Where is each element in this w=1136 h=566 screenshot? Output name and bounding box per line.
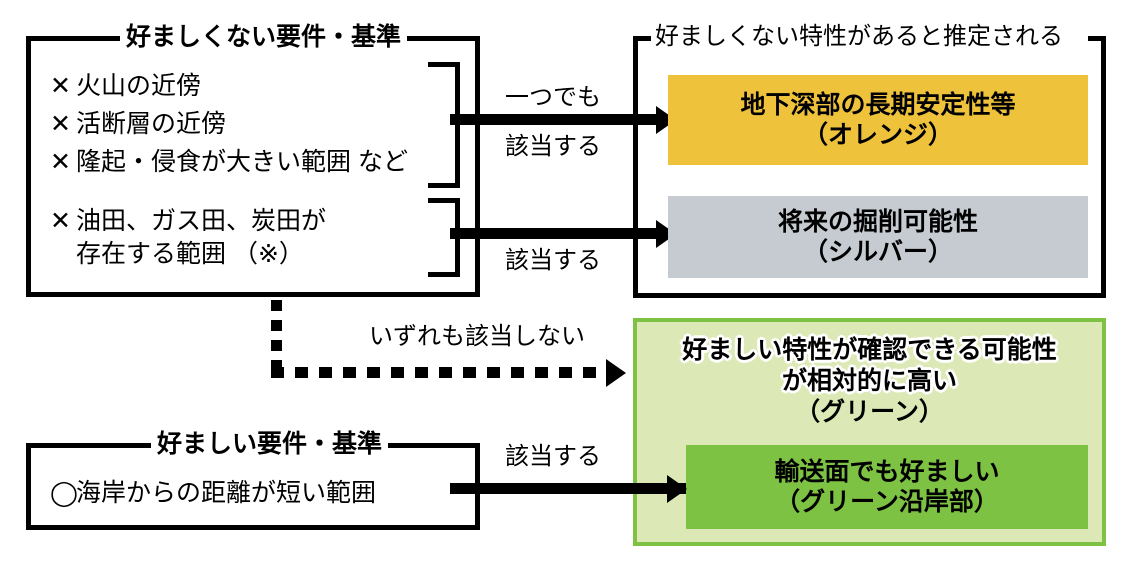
list-item: ◯海岸からの距離が短い範囲 <box>50 477 376 509</box>
frame-right-edge <box>1101 36 1106 298</box>
arrow-shaft-orange <box>450 114 664 125</box>
list-item-label: 海岸からの距離が短い範囲 <box>76 479 377 507</box>
arrow-label-orange-bottom: 該当する <box>505 133 601 160</box>
dashed-connector-horizontal <box>271 367 609 378</box>
panel-left-edge <box>26 443 31 530</box>
list-item: ✕火山の近傍 <box>50 70 201 102</box>
group-bracket-top <box>428 62 460 67</box>
list-item: ✕油田、ガス田、炭田が <box>50 205 326 238</box>
unfavorable-criteria-title: 好ましくない要件・基準 <box>120 25 408 50</box>
result-box-green-coast: 輸送面でも好ましい （グリーン沿岸部） <box>686 445 1088 529</box>
arrow-head-green-coast <box>667 474 687 503</box>
result-box-silver-line2: （シルバー） <box>802 238 953 266</box>
arrow-shaft-green-coast <box>450 483 686 494</box>
list-item: ✕活断層の近傍 <box>50 108 226 140</box>
result-box-silver: 将来の掘削可能性 （シルバー） <box>668 196 1088 278</box>
frame-top-left-edge <box>633 36 651 41</box>
list-item-label: 油田、ガス田、炭田が <box>76 207 327 235</box>
panel-bottom-edge <box>26 525 480 530</box>
result-box-orange: 地下深部の長期安定性等 （オレンジ） <box>668 75 1088 165</box>
list-item-label: 隆起・侵食が大きい範囲 など <box>76 148 408 176</box>
list-item-continuation: 存在する範囲 （※） <box>76 238 304 271</box>
result-box-orange-line2: （オレンジ） <box>802 121 953 149</box>
panel-top-left-edge <box>26 443 151 448</box>
result-green-heading: 好ましい特性が確認できる可能性 が相対的に高い （グリーン） <box>633 335 1106 428</box>
arrow-label-orange-top: 一つでも <box>505 84 601 111</box>
frame-top-right-edge <box>1088 36 1106 41</box>
unfavorable-outcome-title: 好ましくない特性があると推定される <box>651 25 1067 49</box>
cross-icon: ✕ <box>50 110 71 138</box>
arrow-label-dashed: いずれも該当しない <box>369 323 585 350</box>
panel-top-left-edge <box>26 36 122 41</box>
group-bracket-bottom <box>428 272 460 277</box>
panel-left-edge <box>26 36 31 297</box>
group-bracket-top <box>428 198 460 203</box>
cross-icon: ✕ <box>50 72 71 100</box>
panel-top-right-edge <box>350 36 480 41</box>
list-item-label-line2: 存在する範囲 （※） <box>76 240 304 268</box>
result-green-line1: 好ましい特性が確認できる可能性 <box>682 336 1057 364</box>
favorable-criteria-title: 好ましい要件・基準 <box>151 432 389 457</box>
circle-icon: ◯ <box>50 479 78 507</box>
panel-top-right-edge <box>365 443 480 448</box>
frame-bottom-edge <box>633 293 1106 298</box>
arrow-label-silver: 該当する <box>505 247 601 274</box>
list-item-label: 火山の近傍 <box>76 72 202 100</box>
result-box-green-coast-line2: （グリーン沿岸部） <box>775 488 999 516</box>
result-box-silver-line1: 将来の掘削可能性 <box>777 207 978 236</box>
arrow-head-dashed <box>606 358 626 387</box>
list-item-label: 活断層の近傍 <box>76 110 227 138</box>
group-bracket-stem <box>455 62 460 188</box>
frame-left-edge <box>633 36 638 298</box>
result-green-line2: が相対的に高い <box>781 367 957 395</box>
cross-icon: ✕ <box>50 148 71 176</box>
panel-bottom-edge <box>26 292 480 297</box>
result-box-orange-line1: 地下深部の長期安定性等 <box>740 90 1016 119</box>
cross-icon: ✕ <box>50 207 71 235</box>
arrow-label-green-coast: 該当する <box>505 443 601 470</box>
unfavorable-criteria-panel <box>26 36 480 297</box>
arrow-shaft-silver <box>450 228 664 239</box>
result-box-green-coast-line1: 輸送面でも好ましい <box>774 457 1000 486</box>
result-green-line3: （グリーン） <box>795 398 944 426</box>
dashed-connector-vertical <box>271 300 282 372</box>
panel-right-edge <box>475 36 480 297</box>
list-item: ✕隆起・侵食が大きい範囲 など <box>50 146 408 178</box>
group-bracket-bottom <box>428 183 460 188</box>
